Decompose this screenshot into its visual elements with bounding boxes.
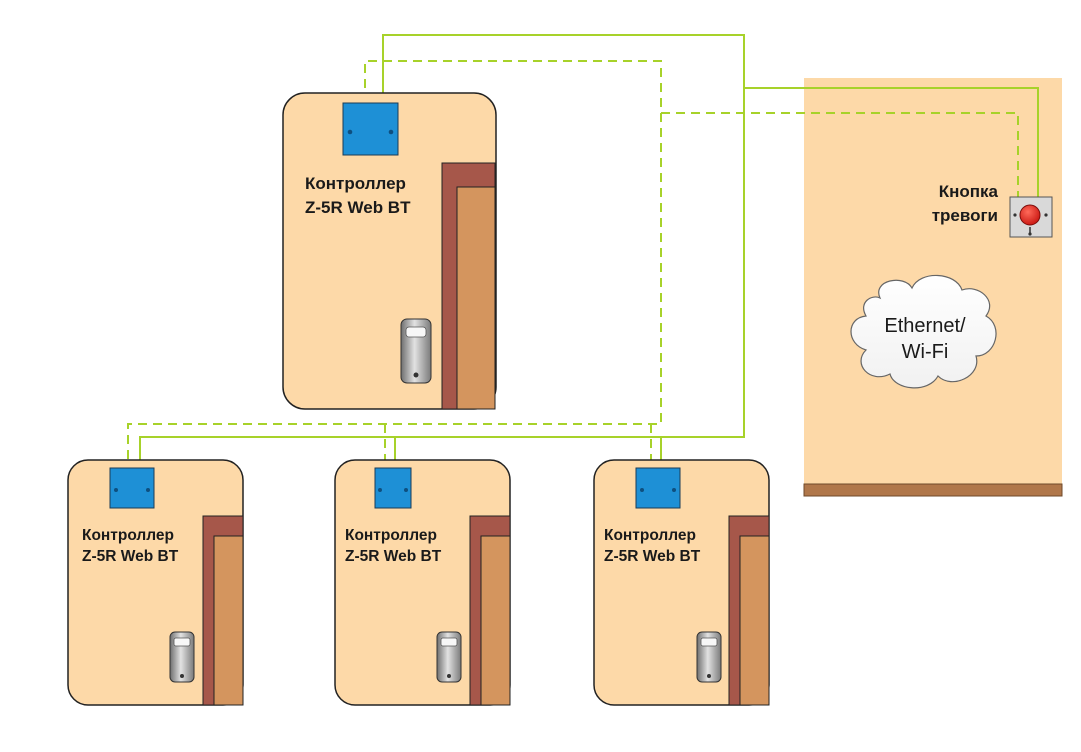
controller-box-top bbox=[342, 102, 399, 156]
solid-wire-alarm bbox=[744, 87, 1039, 197]
network-cloud-icon bbox=[850, 274, 997, 389]
alarm-button-label-line1: Кнопка bbox=[939, 182, 999, 201]
room-bottom-middle: Контроллер Z-5R Web BT bbox=[334, 459, 511, 706]
alarm-button-label-line2: тревоги bbox=[932, 206, 998, 225]
alarm-button-red-icon bbox=[1019, 204, 1041, 226]
controller-top-line2: Z-5R Web BT bbox=[305, 198, 411, 217]
controller-bottom-left-line2: Z-5R Web BT bbox=[82, 548, 179, 565]
network-label-line2: Wi-Fi bbox=[902, 341, 949, 363]
controller-top-line1: Контроллер bbox=[305, 174, 406, 193]
room-top: Контроллер Z-5R Web BT bbox=[282, 92, 497, 410]
room-bottom-right: Контроллер Z-5R Web BT bbox=[593, 459, 770, 706]
card-reader-top bbox=[400, 318, 432, 384]
door-bottom-right bbox=[728, 515, 770, 706]
controller-bottom-left-line1: Контроллер bbox=[82, 527, 174, 544]
controller-bottom-middle-line1: Контроллер bbox=[345, 527, 437, 544]
card-reader-bottom-left bbox=[169, 631, 195, 683]
floor-strip bbox=[803, 483, 1063, 497]
controller-box-bottom-middle bbox=[374, 467, 412, 509]
controller-box-bottom-right bbox=[635, 467, 681, 509]
card-reader-bottom-right bbox=[696, 631, 722, 683]
controller-box-bottom-left bbox=[109, 467, 155, 509]
dashed-wire-top bbox=[127, 60, 662, 468]
network-label-line1: Ethernet/ bbox=[884, 315, 966, 337]
door-bottom-middle bbox=[469, 515, 511, 706]
card-reader-bottom-middle bbox=[436, 631, 462, 683]
solid-wire-lower bbox=[139, 436, 661, 468]
room-bottom-left: Контроллер Z-5R Web BT bbox=[67, 459, 244, 706]
controller-bottom-middle-line2: Z-5R Web BT bbox=[345, 548, 442, 565]
controller-bottom-right-line1: Контроллер bbox=[604, 527, 696, 544]
door-top bbox=[441, 162, 496, 410]
controller-bottom-right-line2: Z-5R Web BT bbox=[604, 548, 701, 565]
door-bottom-left bbox=[202, 515, 244, 706]
dashed-wire-alarm bbox=[661, 112, 1019, 197]
alarm-button bbox=[1009, 196, 1053, 238]
solid-wire-top bbox=[382, 34, 745, 468]
